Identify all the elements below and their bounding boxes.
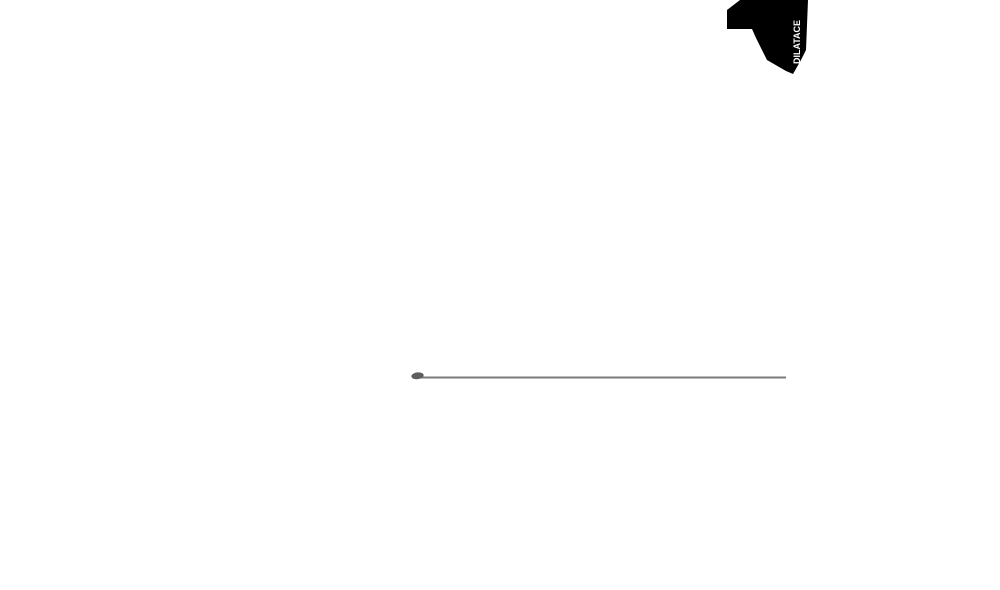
leader-line-start-dot[interactable] [411,372,424,380]
dilatace-region-shape[interactable] [727,0,808,74]
dilatace-label: DILATACE [792,20,802,64]
